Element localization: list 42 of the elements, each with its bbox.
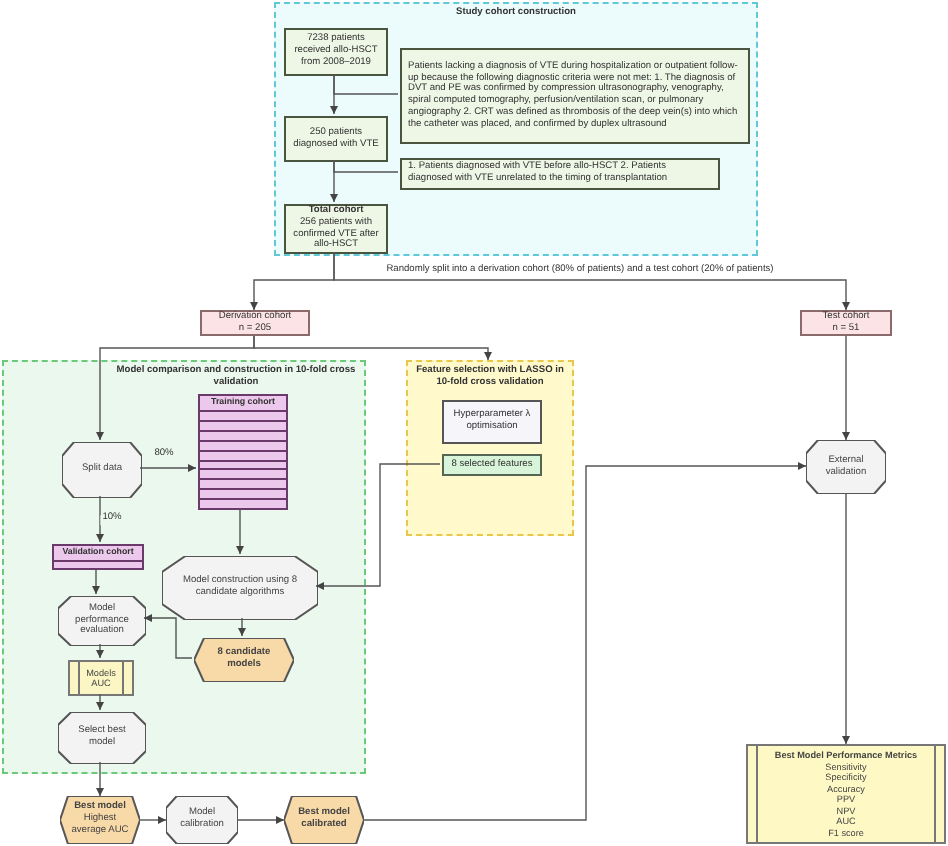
connector-arrow [96, 693, 104, 711]
connector-arrow [842, 493, 850, 745]
dashed-region-panel [274, 2, 758, 256]
process-box [400, 158, 720, 190]
octagon-node [166, 796, 238, 844]
process-box [442, 400, 542, 444]
process-box [442, 454, 542, 476]
connector-arrow [333, 251, 850, 311]
connector-arrow [236, 507, 244, 555]
process-box [284, 28, 388, 76]
connector-arrow [139, 816, 167, 824]
connector-arrow [143, 614, 193, 659]
connector-arrow [238, 617, 246, 637]
dashed-region-panel [406, 360, 574, 536]
octagon-node [162, 556, 318, 620]
hexagon-node [284, 796, 364, 844]
process-box [800, 310, 892, 336]
octagon-node [58, 712, 146, 764]
process-box [200, 310, 310, 336]
data-table-box [52, 544, 144, 570]
predefined-process-box [68, 660, 134, 696]
octagon-node [806, 440, 886, 494]
connector-arrow [92, 567, 100, 595]
hexagon-node [60, 796, 140, 844]
dashed-region-panel [2, 360, 366, 774]
connector-arrow [96, 643, 104, 659]
connector-arrow [363, 462, 807, 821]
octagon-node [58, 596, 146, 646]
process-box [400, 48, 750, 144]
connector-arrow [237, 816, 285, 824]
connector-arrow [96, 495, 104, 543]
connector-arrow [253, 335, 492, 361]
connector-arrow [842, 335, 850, 441]
connector-arrow [96, 761, 104, 797]
process-box [284, 204, 388, 254]
process-box [284, 116, 388, 162]
hexagon-node [194, 638, 294, 682]
connector-arrow [139, 464, 197, 472]
predefined-process-box [746, 744, 946, 844]
connector-arrow [315, 463, 441, 590]
octagon-node [62, 442, 142, 498]
data-table-box [198, 394, 288, 510]
